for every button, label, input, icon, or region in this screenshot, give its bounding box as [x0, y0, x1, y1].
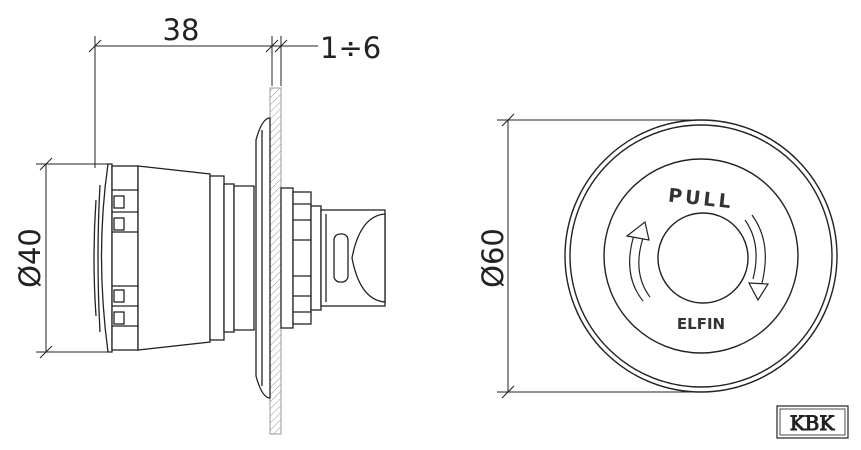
- dimension-40-label: Ø40: [13, 228, 47, 288]
- bezel-flange: [255, 117, 271, 399]
- rotate-arrow-left-icon: [625, 220, 651, 302]
- button-cap: [657, 212, 749, 304]
- dimension-38: [88, 36, 279, 168]
- dimension-panel-thickness: [272, 36, 318, 86]
- dimension-60-label: Ø60: [476, 228, 510, 288]
- dimension-40: [36, 157, 110, 359]
- button-body: [137, 165, 211, 351]
- mounting-panel: [269, 87, 282, 435]
- rear-nut: [280, 187, 322, 329]
- mushroom-head: [93, 163, 139, 353]
- kbk-logo: KBK: [776, 405, 849, 439]
- outer-ring-inner-edge: [569, 124, 833, 388]
- pull-label: PULL: [667, 185, 735, 214]
- brand-label: ELFIN: [677, 315, 725, 333]
- side-view: [36, 36, 386, 435]
- dimension-60: [497, 113, 701, 399]
- outer-ring: [564, 119, 838, 393]
- rotate-arrow-right-icon: [744, 214, 770, 302]
- contact-block: [320, 209, 386, 307]
- label-plate: [603, 158, 799, 354]
- kbk-logo-text: KBK: [790, 411, 836, 435]
- dimension-38-label: 38: [163, 13, 200, 47]
- dimension-panel-thickness-label: 1÷6: [320, 31, 381, 65]
- front-view: [497, 113, 838, 399]
